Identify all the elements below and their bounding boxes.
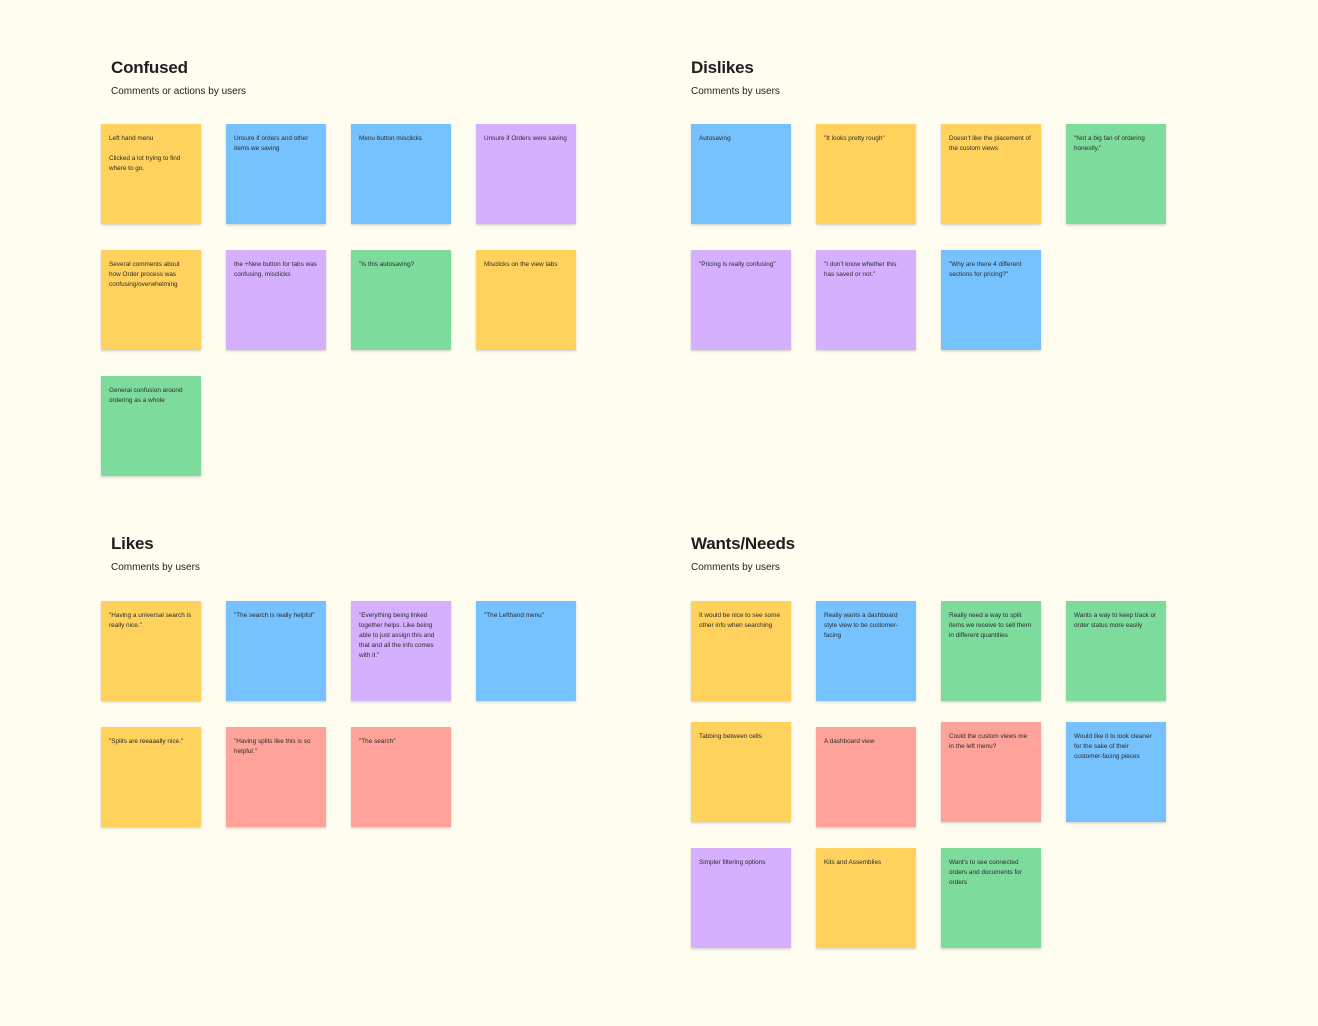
sticky-note[interactable]: Unsure if Orders were saving (476, 124, 576, 224)
sticky-note[interactable]: Really wants a dashboard style view to b… (816, 601, 916, 701)
sticky-note[interactable]: "The search is really helpful" (226, 601, 326, 701)
sticky-note[interactable]: "Why are there 4 different sections for … (941, 250, 1041, 350)
wants-section-title: Wants/Needs (691, 534, 795, 553)
sticky-note[interactable]: "The Lefthand menu" (476, 601, 576, 701)
sticky-note[interactable]: "Is this autosaving? (351, 250, 451, 350)
sticky-note[interactable]: Kits and Assemblies (816, 848, 916, 948)
sticky-note[interactable]: Would like it to look cleaner for the sa… (1066, 722, 1166, 822)
sticky-note[interactable]: Doesn't like the placement of the custom… (941, 124, 1041, 224)
sticky-note[interactable]: "Not a big fan of ordering honestly." (1066, 124, 1166, 224)
likes-section-subtitle: Comments by users (111, 562, 200, 573)
likes-section-title: Likes (111, 534, 154, 553)
confused-section-title: Confused (111, 58, 188, 77)
dislikes-section-title: Dislikes (691, 58, 754, 77)
sticky-note[interactable]: "It looks pretty rough" (816, 124, 916, 224)
sticky-note[interactable]: "The search" (351, 727, 451, 827)
sticky-note[interactable]: Autosaving (691, 124, 791, 224)
sticky-note[interactable]: "I don't know whether this has saved or … (816, 250, 916, 350)
wants-section-subtitle: Comments by users (691, 562, 780, 573)
sticky-note[interactable]: the +New button for tabs was confusing, … (226, 250, 326, 350)
sticky-note[interactable]: Simpler filtering options (691, 848, 791, 948)
sticky-note[interactable]: "Having splits like this is so helpful." (226, 727, 326, 827)
dislikes-section-subtitle: Comments by users (691, 86, 780, 97)
sticky-note[interactable]: Several comments about how Order process… (101, 250, 201, 350)
sticky-note[interactable]: General confusion around ordering as a w… (101, 376, 201, 476)
sticky-note[interactable]: It would be nice to see some other info … (691, 601, 791, 701)
sticky-note[interactable]: A dashboard view (816, 727, 916, 827)
sticky-note[interactable]: Left hand menu Clicked a lot trying to f… (101, 124, 201, 224)
sticky-note[interactable]: Could the custom views me in the left me… (941, 722, 1041, 822)
sticky-note[interactable]: Menu button misclicks (351, 124, 451, 224)
sticky-note[interactable]: Wants a way to keep track or order statu… (1066, 601, 1166, 701)
sticky-note[interactable]: Unsure if orders and other items we savi… (226, 124, 326, 224)
sticky-note[interactable]: Misclicks on the view tabs (476, 250, 576, 350)
sticky-note[interactable]: Tabbing between cells (691, 722, 791, 822)
sticky-note[interactable]: "Pricing is really confusing" (691, 250, 791, 350)
sticky-note[interactable]: "Having a universal search is really nic… (101, 601, 201, 701)
confused-section-subtitle: Comments or actions by users (111, 86, 247, 97)
sticky-note[interactable]: "Everything being linked together helps.… (351, 601, 451, 701)
sticky-note[interactable]: Want's to see connected orders and docum… (941, 848, 1041, 948)
sticky-note[interactable]: Really need a way to split items we rece… (941, 601, 1041, 701)
sticky-note[interactable]: "Splits are reeaaally nice." (101, 727, 201, 827)
